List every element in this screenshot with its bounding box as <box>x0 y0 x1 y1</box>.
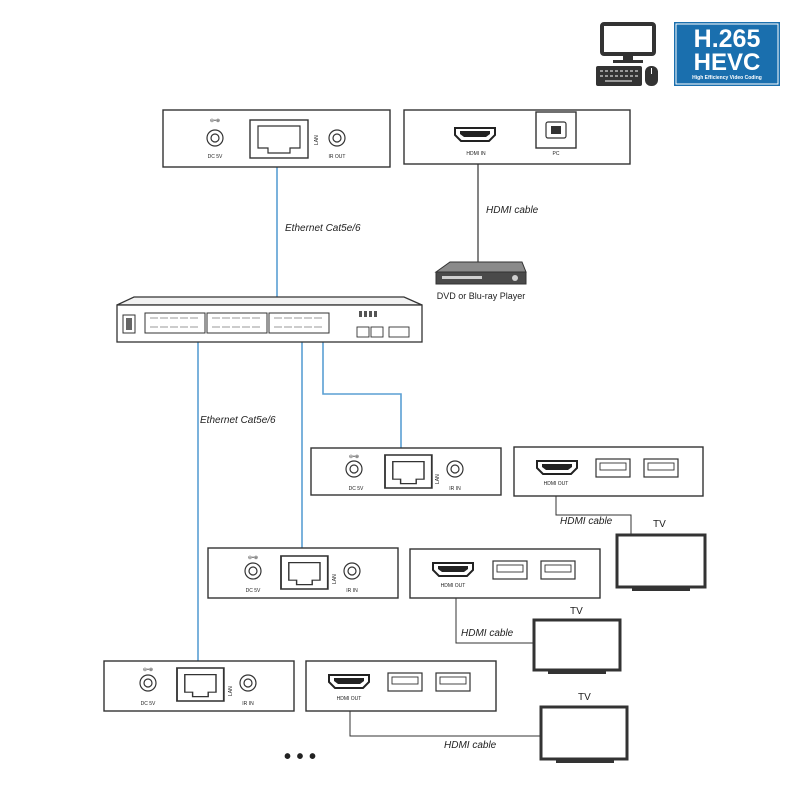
hdmi-port-icon <box>432 562 474 577</box>
cable-switch-rx1 <box>322 330 402 462</box>
player-label: DVD or Blu-ray Player <box>437 291 526 301</box>
rx3-hdmi-label: HDMI OUT <box>337 696 362 702</box>
hdmi-cable-3 <box>349 711 541 737</box>
hdmi-port-icon <box>328 674 370 689</box>
tv-icon <box>532 618 622 674</box>
tv2-label: TV <box>570 606 583 617</box>
rj45-port-icon <box>280 555 329 590</box>
usb-port-icon <box>643 458 679 478</box>
receiver3-rear-panel: ⊖•⊕ DC 5V LAN IR IN <box>103 660 295 712</box>
hdmi-port-icon <box>536 460 578 475</box>
hevc-badge: H.265 HEVC High Efficiency Video Coding <box>674 22 780 86</box>
usb-port-icon <box>435 672 471 692</box>
rx2-ir-label: IR IN <box>346 588 358 594</box>
badge-line3: High Efficiency Video Coding <box>692 75 762 81</box>
rx1-hdmi-label: HDMI OUT <box>544 481 569 487</box>
rx3-dc-label: DC 5V <box>141 701 156 707</box>
rx1-lan-label: LAN <box>435 474 441 484</box>
rx3-lan-label: LAN <box>228 686 234 696</box>
usb-port-icon <box>540 560 576 580</box>
rj45-port-icon <box>384 454 433 489</box>
hdmi-cable-2 <box>455 598 534 644</box>
badge-line2: HEVC <box>694 49 761 76</box>
mouse-icon <box>645 66 658 86</box>
more-indicator: • • • <box>284 746 316 768</box>
receiver3-front-panel: HDMI OUT <box>305 660 497 712</box>
network-switch-icon <box>116 296 423 343</box>
rx2-hdmi-label: HDMI OUT <box>441 583 466 589</box>
tv-icon <box>539 705 629 763</box>
transmitter-rear-panel: ⊖•⊕ DC 5V LAN IR OUT <box>162 109 391 168</box>
computer-icon <box>600 22 656 63</box>
hdmi-cable-1 <box>555 496 632 538</box>
rx2-lan-label: LAN <box>332 574 338 584</box>
svg-text:⊖•⊕: ⊖•⊕ <box>349 454 359 460</box>
receiver1-rear-panel: ⊖•⊕ DC 5V LAN IR IN <box>310 447 502 496</box>
tx-hdmi-label: HDMI IN <box>466 151 486 157</box>
rx2-dc-label: DC 5V <box>246 588 261 594</box>
usb-port-icon <box>492 560 528 580</box>
tx-pc-label: PC <box>553 151 560 157</box>
hdmi-cable-2-label: HDMI cable <box>461 628 514 639</box>
rx1-dc-label: DC 5V <box>349 486 364 492</box>
tv1-label: TV <box>653 519 666 530</box>
dvd-player-icon <box>434 261 527 285</box>
svg-text:⊖•⊕: ⊖•⊕ <box>143 667 153 673</box>
hdmi-cable-3-label: HDMI cable <box>444 740 497 751</box>
tx-ir-label: IR OUT <box>329 154 346 160</box>
receiver2-front-panel: HDMI OUT <box>409 548 601 599</box>
badge-line1: H.265 <box>694 25 761 53</box>
rj45-port-icon <box>176 667 225 702</box>
usb-port-icon <box>387 672 423 692</box>
usb-b-port-icon <box>535 111 577 149</box>
hdmi-cable-1-label: HDMI cable <box>560 516 613 527</box>
tx-lan-label: LAN <box>314 135 320 145</box>
hdmi-cable-source-label: HDMI cable <box>486 205 539 216</box>
usb-port-icon <box>595 458 631 478</box>
tv-icon <box>615 533 707 591</box>
rj45-port-icon <box>249 119 309 159</box>
receiver1-front-panel: HDMI OUT <box>513 446 704 497</box>
ethernet-cables <box>197 142 402 676</box>
svg-text:⊖•⊕: ⊖•⊕ <box>248 555 258 561</box>
keyboard-icon <box>596 66 642 86</box>
ethernet-label-top: Ethernet Cat5e/6 <box>285 223 361 234</box>
rx1-ir-label: IR IN <box>449 486 461 492</box>
tx-dc-label: DC 5V <box>208 154 223 160</box>
rx3-ir-label: IR IN <box>242 701 254 707</box>
tv3-label: TV <box>578 692 591 703</box>
hdmi-port-icon <box>454 127 496 142</box>
receiver2-rear-panel: ⊖•⊕ DC 5V LAN IR IN <box>207 547 399 599</box>
ethernet-label-left: Ethernet Cat5e/6 <box>200 415 276 426</box>
transmitter-front-panel: HDMI IN PC <box>403 109 631 165</box>
svg-text:⊖•⊕: ⊖•⊕ <box>210 118 220 124</box>
